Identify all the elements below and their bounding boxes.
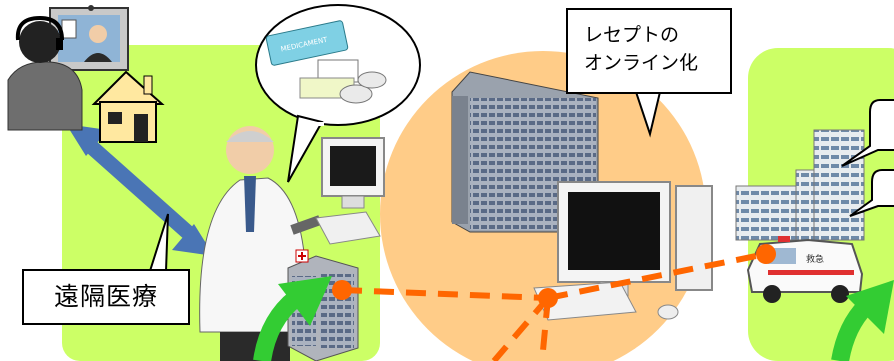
central-computer-icon <box>533 181 713 321</box>
network-lines <box>332 244 776 361</box>
medicine-bubble: MEDICAMENT <box>255 4 421 183</box>
remote-link-double-arrow <box>66 124 214 256</box>
network-node-hospital <box>756 244 776 264</box>
receipt-online-line2: オンライン化 <box>584 51 699 74</box>
left-up-arrow <box>253 276 332 361</box>
network-node-center <box>538 288 558 308</box>
house-icon <box>91 70 165 143</box>
right-speech-bubbles <box>841 99 894 217</box>
remote-care-text: 遠隔医療 <box>53 281 158 311</box>
ambulance-label: 救急 <box>806 253 824 265</box>
receipt-online-label: レセプトの オンライン化 <box>566 8 732 94</box>
remote-care-label: 遠隔医療 <box>22 269 190 325</box>
patient-icon <box>7 5 129 131</box>
receipt-online-line1: レセプトの <box>584 24 680 46</box>
network-node-clinic <box>332 280 352 300</box>
right-up-arrow <box>831 280 894 361</box>
doctor-computer-icon <box>315 137 385 245</box>
doctor-icon <box>199 126 322 361</box>
right-hospital-icon <box>735 129 865 241</box>
